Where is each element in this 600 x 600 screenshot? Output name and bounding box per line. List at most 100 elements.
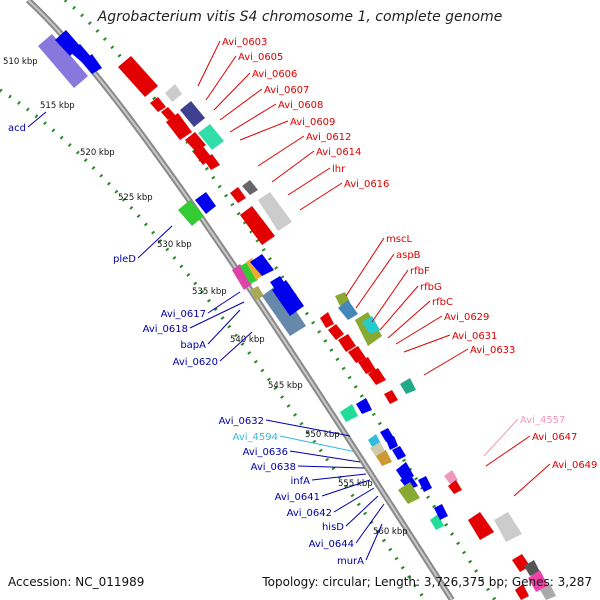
gene-label-right[interactable]: rfbF: [410, 266, 430, 277]
gene-label-right[interactable]: Avi_0603: [222, 37, 267, 48]
gene-label-right[interactable]: Avi_0649: [552, 460, 597, 471]
gene-avi-0632[interactable]: [340, 404, 358, 422]
gene-label-left[interactable]: Avi_0638: [251, 462, 296, 473]
gene-label-left[interactable]: Avi_4594: [233, 432, 278, 443]
gene-label-left[interactable]: murA: [337, 556, 364, 567]
gene-label-left[interactable]: infA: [291, 476, 311, 487]
gene-avi-0613[interactable]: [204, 154, 220, 170]
gene-avi-0619[interactable]: [250, 254, 274, 276]
gene-acd-d[interactable]: [82, 54, 102, 74]
gene-avi-4557[interactable]: [444, 470, 458, 484]
gene-avi-0603[interactable]: [118, 56, 158, 97]
gene-avi-0637[interactable]: [376, 450, 392, 466]
gene-avi-0631[interactable]: [358, 357, 376, 374]
gene-avi-0635[interactable]: [400, 378, 416, 394]
gene-label-right[interactable]: Avi_0631: [452, 331, 497, 342]
gene-pled[interactable]: [195, 192, 216, 214]
gene-avi-0610[interactable]: [198, 124, 224, 150]
right-leader-line: [299, 182, 343, 211]
right-leader-line: [379, 285, 419, 331]
gene-avi-0655[interactable]: [515, 584, 529, 600]
gene-avi-0644[interactable]: [418, 476, 432, 492]
left-leader-line: [321, 479, 371, 497]
tick-label: 550 kbp: [305, 430, 340, 440]
gene-label-right[interactable]: Avi_0647: [532, 432, 577, 443]
gene-label-left[interactable]: Avi_0617: [161, 309, 206, 320]
gene-lhr-b[interactable]: [258, 192, 292, 231]
gene-label-right[interactable]: Avi_4557: [520, 415, 565, 426]
left-leader-line: [219, 331, 253, 362]
gene-label-right[interactable]: Avi_0605: [238, 52, 283, 63]
gene-lhr-a[interactable]: [230, 187, 246, 203]
gene-avi-0606[interactable]: [150, 97, 166, 112]
gene-rfbc-b[interactable]: [362, 316, 380, 334]
right-label-layer: Avi_0603Avi_0605Avi_0606Avi_0607Avi_0608…: [197, 37, 597, 497]
gene-avi-0649[interactable]: [468, 512, 494, 540]
gene-avi-0653[interactable]: [528, 570, 548, 592]
gene-mura[interactable]: [430, 514, 444, 530]
right-leader-line: [355, 253, 395, 309]
gene-avi-0632b[interactable]: [356, 398, 372, 414]
gene-avi-0645[interactable]: [434, 504, 448, 520]
gene-label-left[interactable]: acd: [8, 123, 26, 134]
right-leader-line: [423, 348, 469, 376]
gene-acd-a[interactable]: [38, 34, 88, 88]
gene-avi-0621[interactable]: [270, 276, 288, 294]
gene-label-right[interactable]: rfbG: [420, 282, 442, 293]
gene-avi-0618b[interactable]: [246, 258, 262, 280]
gene-label-right[interactable]: rfbC: [432, 297, 453, 308]
gene-avi-0609[interactable]: [166, 113, 192, 140]
gene-label-left[interactable]: Avi_0641: [275, 492, 320, 503]
gene-avi-0617[interactable]: [232, 264, 252, 290]
gene-label-left[interactable]: hisD: [322, 522, 344, 533]
gene-avi-0614[interactable]: [242, 180, 258, 195]
gene-rfbf[interactable]: [320, 312, 334, 328]
gene-label-right[interactable]: Avi_0607: [264, 85, 309, 96]
gene-avi-0629[interactable]: [338, 334, 356, 352]
gene-avi-0616[interactable]: [240, 206, 275, 245]
gene-avi-0620a[interactable]: [262, 284, 306, 336]
left-leader-line: [345, 495, 379, 527]
gene-label-left[interactable]: Avi_0620: [173, 357, 218, 368]
gene-label-left[interactable]: Avi_0642: [287, 508, 332, 519]
gene-avi-0608[interactable]: [180, 101, 205, 127]
gene-hisd[interactable]: [398, 482, 420, 504]
gene-label-right[interactable]: lhr: [332, 164, 346, 175]
gene-avi-0650[interactable]: [494, 512, 522, 542]
gene-label-right[interactable]: Avi_0629: [444, 312, 489, 323]
gene-avi-0647[interactable]: [448, 480, 462, 494]
gene-aspb[interactable]: [338, 300, 358, 320]
gene-bapa[interactable]: [250, 286, 264, 300]
gene-label-right[interactable]: Avi_0616: [344, 179, 389, 190]
gene-label-left[interactable]: Avi_0644: [309, 539, 354, 550]
gene-avi-0615[interactable]: [178, 200, 204, 226]
gene-avi-0634[interactable]: [384, 390, 398, 404]
gene-label-left[interactable]: Avi_0618: [143, 324, 188, 335]
gene-label-right[interactable]: Avi_0614: [316, 147, 361, 158]
gene-label-right[interactable]: Avi_0633: [470, 345, 515, 356]
gene-label-right[interactable]: Avi_0606: [252, 69, 297, 80]
gene-label-left[interactable]: Avi_0636: [243, 447, 288, 458]
right-leader-line: [205, 55, 237, 101]
gene-label-right[interactable]: aspB: [396, 250, 421, 261]
gene-avi-0630[interactable]: [348, 346, 366, 363]
gene-label-right[interactable]: Avi_0609: [290, 117, 335, 128]
gene-avi-0652[interactable]: [524, 560, 540, 576]
left-leader-line: [27, 111, 47, 128]
gene-label-left[interactable]: bapA: [180, 340, 206, 351]
gene-label-right[interactable]: Avi_0612: [306, 132, 351, 143]
gene-infa[interactable]: [386, 436, 398, 450]
gene-label-right[interactable]: Avi_0608: [278, 100, 323, 111]
gene-avi-0642b[interactable]: [400, 474, 418, 490]
gene-avi-0654[interactable]: [540, 584, 556, 600]
right-leader-line: [197, 40, 221, 87]
gene-avi-0607[interactable]: [161, 107, 176, 120]
gene-avi-0641[interactable]: [392, 446, 406, 460]
gene-label-left[interactable]: Avi_0632: [219, 416, 264, 427]
gene-label-left[interactable]: pleD: [113, 254, 136, 265]
gene-rfbg[interactable]: [328, 324, 344, 340]
gene-avi-0605[interactable]: [165, 84, 182, 102]
gene-label-right[interactable]: mscL: [386, 234, 412, 245]
gene-avi-0633[interactable]: [368, 368, 386, 385]
gene-avi-0618[interactable]: [240, 262, 258, 284]
